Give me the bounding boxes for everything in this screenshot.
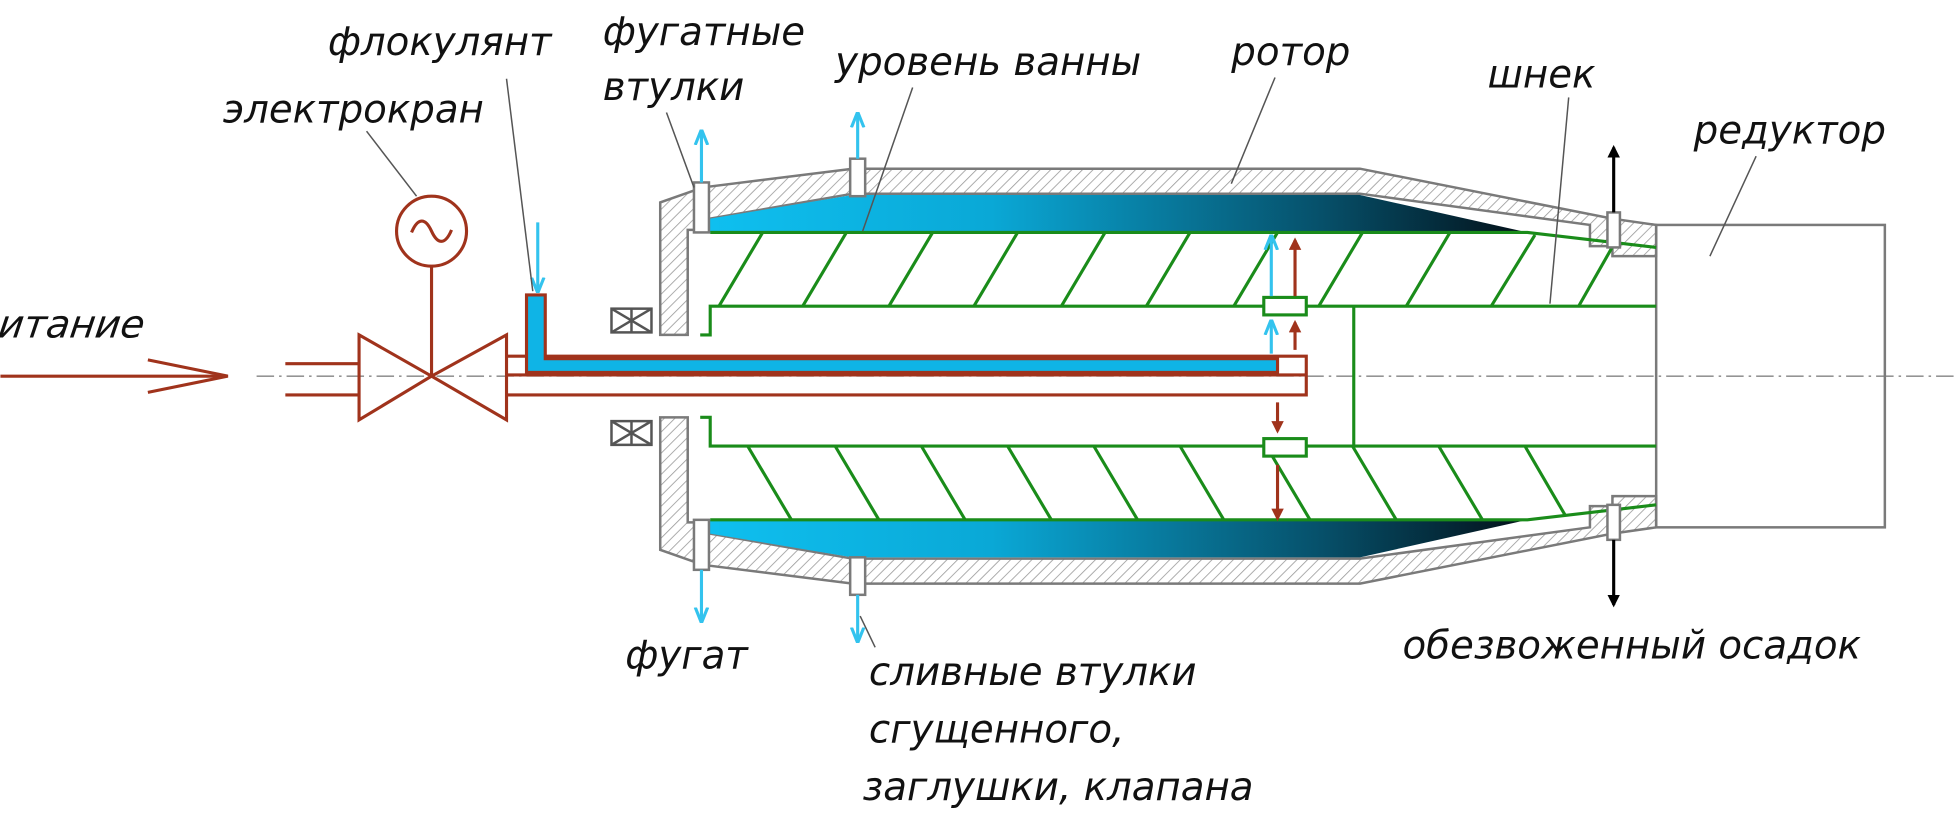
- wall-sleeves: [692, 157, 1622, 597]
- label-centrate: фугат: [625, 634, 749, 679]
- label-rotor: ротор: [1230, 30, 1350, 75]
- leader-lines: [365, 77, 1757, 648]
- feed-nozzle-bottom: [1262, 437, 1308, 458]
- label-screw: шнек: [1487, 52, 1596, 97]
- label-gearbox: редуктор: [1693, 109, 1886, 154]
- label-feed: питание: [0, 303, 148, 348]
- pond-liquid-bottom: [702, 519, 1528, 558]
- label-centrate-sleeves-1: фугатные: [603, 10, 805, 55]
- solenoid-valve: [357, 194, 509, 423]
- feed-pipe: [285, 354, 1308, 397]
- feed-nozzle-top: [1262, 295, 1308, 317]
- flocculant-pipe: [524, 293, 1280, 374]
- label-drain-1: сливные втулки: [869, 650, 1197, 695]
- feed-arrow: [0, 358, 229, 394]
- gearbox: [1654, 223, 1887, 529]
- label-flocculant: флокулянт: [328, 20, 553, 65]
- pond-liquid-top: [702, 194, 1528, 233]
- bearing-cross-icon: [610, 307, 653, 447]
- slurry-outflow-arrows: [1271, 237, 1302, 522]
- label-centrate-sleeves-2: втулки: [603, 65, 745, 110]
- label-solenoid-valve: электрокран: [223, 87, 484, 132]
- label-drain-2: сгущенного,: [869, 707, 1125, 752]
- sine-wave-icon: [410, 219, 453, 243]
- label-drain-3: заглушки, клапана: [863, 765, 1254, 810]
- label-dewatered-sludge: обезвоженный осадок: [1402, 624, 1861, 669]
- label-pond-level: уровень ванны: [834, 40, 1141, 85]
- liquid-flow-arrows: [538, 115, 1272, 640]
